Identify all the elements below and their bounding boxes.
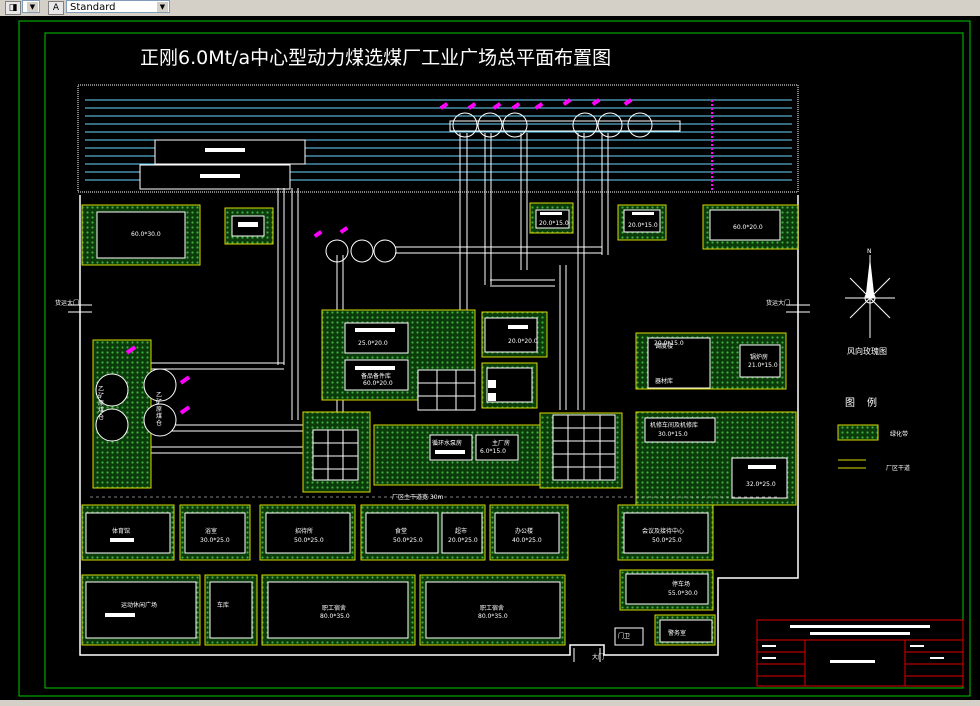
building-20x15-b: 20.0*15.0 bbox=[628, 222, 658, 229]
silo-annotations bbox=[439, 98, 633, 110]
layer-icon[interactable]: ◨ bbox=[5, 1, 21, 15]
gate-west-label: 货运大门 bbox=[55, 300, 80, 307]
square-label: 运动休闲广场 bbox=[121, 602, 158, 609]
parking-label: 停车场 bbox=[672, 581, 691, 588]
building-6x15: 6.0*15.0 bbox=[480, 448, 506, 455]
canteen-size: 50.0*25.0 bbox=[393, 537, 423, 544]
garage-label: 车库 bbox=[217, 602, 230, 609]
bath-size: 30.0*25.0 bbox=[200, 537, 230, 544]
legend-title: 图例 bbox=[845, 398, 889, 409]
gate-east-label: 货运大门 bbox=[766, 300, 791, 307]
building-32x25: 32.0*25.0 bbox=[746, 481, 776, 488]
market-size: 20.0*25.0 bbox=[448, 537, 478, 544]
legend-greenbelt-label: 绿化带 bbox=[890, 431, 909, 438]
market-label: 超市 bbox=[455, 528, 468, 535]
main-plant-label: 主厂房 bbox=[492, 440, 511, 447]
name-plates bbox=[105, 212, 776, 617]
raw-coal-bunker-b: 乙矿原煤仓 bbox=[156, 392, 163, 427]
dorm2-size: 80.0*35.0 bbox=[478, 613, 508, 620]
legend-road-label: 厂区干道 bbox=[886, 465, 911, 472]
storage-label: 器材库 bbox=[655, 378, 674, 385]
gate-south-label: 大门 bbox=[592, 654, 605, 661]
drawing-title: 正刚6.0Mt/a中心型动力煤选煤厂工业广场总平面布置图 bbox=[140, 47, 612, 69]
hotel-label: 招待所 bbox=[295, 528, 314, 535]
dorm1-label: 职工宿舍 bbox=[322, 605, 347, 612]
meeting-center-size: 50.0*25.0 bbox=[652, 537, 682, 544]
drawing-canvas[interactable]: 正刚6.0Mt/a中心型动力煤选煤厂工业广场总平面布置图 货运大门 货运大门 大… bbox=[0, 16, 980, 700]
gates bbox=[68, 304, 810, 662]
layer-combo[interactable]: ▼ bbox=[22, 0, 40, 13]
text-style-icon[interactable]: A bbox=[48, 1, 64, 15]
gym-label: 体育馆 bbox=[112, 528, 131, 535]
office-size: 40.0*25.0 bbox=[512, 537, 542, 544]
office-label: 办公楼 bbox=[515, 528, 534, 535]
boiler-room-size: 21.0*15.0 bbox=[748, 362, 778, 369]
building-20x15-c: 20.0*15.0 bbox=[654, 340, 684, 347]
chevron-down-icon: ▼ bbox=[157, 2, 168, 12]
site-wall bbox=[77, 84, 799, 193]
north-label: N bbox=[867, 248, 872, 255]
hotel-size: 50.0*25.0 bbox=[294, 537, 324, 544]
wind-rose-label: 风向玫瑰图 bbox=[847, 347, 887, 356]
dispatch-building-label: 调度楼 bbox=[655, 343, 674, 350]
chevron-down-icon: ▼ bbox=[27, 2, 38, 12]
building-20x15-a: 20.0*15.0 bbox=[539, 220, 569, 227]
outer-border bbox=[18, 20, 971, 697]
building-20x20: 20.0*20.0 bbox=[508, 338, 538, 345]
text-style-combo[interactable]: Standard ▼ bbox=[66, 0, 170, 13]
repair-shop-name: 机修车间及机修库 bbox=[650, 422, 699, 429]
canteen-label: 食堂 bbox=[395, 528, 408, 535]
legend-greenbelt-swatch bbox=[837, 424, 879, 441]
dorm1-size: 80.0*35.0 bbox=[320, 613, 350, 620]
bath-label: 浴室 bbox=[205, 528, 218, 535]
site-plan-drawing bbox=[18, 20, 971, 697]
gatehouse-label: 门卫 bbox=[618, 633, 631, 640]
dorm2-label: 职工宿舍 bbox=[480, 605, 505, 612]
parking-size: 55.0*30.0 bbox=[668, 590, 698, 597]
guardhouse-label: 警务室 bbox=[668, 630, 687, 637]
building-parts-size: 60.0*20.0 bbox=[363, 380, 393, 387]
text-style-value: Standard bbox=[70, 2, 116, 13]
building-parts-name: 备品备件库 bbox=[361, 373, 392, 380]
title-block bbox=[756, 619, 964, 687]
building-60x20: 60.0*20.0 bbox=[733, 224, 763, 231]
site-wall-lower bbox=[79, 195, 799, 656]
loading-silos bbox=[449, 112, 681, 138]
pump-house-label: 循环水泵房 bbox=[432, 440, 463, 447]
buildings bbox=[85, 209, 788, 646]
status-bar bbox=[0, 700, 980, 706]
repair-shop-size: 30.0*15.0 bbox=[658, 431, 688, 438]
road-width-label: 厂区主干道宽 30m bbox=[392, 494, 444, 501]
building-25x20: 25.0*20.0 bbox=[358, 340, 388, 347]
inner-border bbox=[44, 32, 964, 689]
cad-toolbar: ◨ ▼ A Standard ▼ bbox=[0, 0, 980, 17]
middle-silos bbox=[325, 239, 397, 263]
meeting-center-label: 会议及接待中心 bbox=[642, 528, 685, 535]
raw-coal-bunker-a: 乙矿原煤仓 bbox=[98, 386, 105, 421]
boiler-room-label: 锅炉房 bbox=[750, 354, 769, 361]
main-plant-grid bbox=[313, 370, 615, 480]
building-60x30: 60.0*30.0 bbox=[131, 231, 161, 238]
wind-rose bbox=[845, 255, 895, 338]
